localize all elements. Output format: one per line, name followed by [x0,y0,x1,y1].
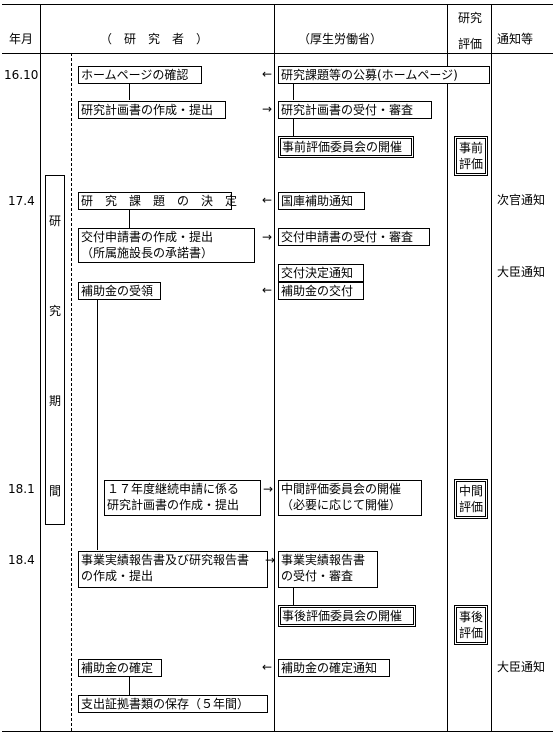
researcher-dashed-guide [71,53,72,731]
notice-label: 大臣通知 [497,265,546,279]
researcher-step-plan: 研究計画書の作成・提出 [78,101,226,119]
header-notice: 通知等 [497,32,534,46]
arrow-right: → [262,102,273,116]
ministry-step-application-review: 交付申請書の受付・審査 [278,228,430,246]
eval-pre: 事前 評価 [454,136,488,176]
date-label: 17.4 [8,194,35,208]
ministry-step-pre-eval-committee: 事前評価委員会の開催 [278,136,414,158]
flow-connector [293,84,294,100]
researcher-step-report: 事業実績報告書及び研究報告書 の作成・提出 [78,551,268,588]
ministry-step-subsidy-notice: 国庫補助通知 [278,192,365,210]
header-bottom-border [2,53,553,54]
arrow-left: ← [262,67,273,81]
ministry-step-grant-decision: 交付決定通知 [278,264,364,282]
flow-connector [129,210,130,228]
ministry-step-call: 研究課題等の公募(ホームページ) [278,66,490,84]
table-top-border [2,4,553,5]
ministry-step-final-notice: 補助金の確定通知 [278,659,390,677]
ministry-step-mid-eval-committee: 中間評価委員会の開催 （必要に応じて開催） [278,480,422,516]
col-divider-eval [447,4,448,731]
researcher-step-finalize: 補助金の確定 [78,659,162,677]
notice-label: 大臣通知 [497,660,546,674]
researcher-step-continuation: １７年度継続申請に係る 研究計画書の作成・提出 [104,480,261,516]
ministry-step-post-eval-committee: 事後評価委員会の開催 [278,605,416,627]
flow-connector [293,588,294,606]
researcher-step-application: 交付申請書の作成・提出 （所属施設長の承諾書） [78,228,255,263]
researcher-step-decision: 研 究 課 題 の 決 定 [78,192,237,210]
header-researcher: （ 研 究 者 ） [100,32,209,46]
ministry-dashed-guide [274,53,275,731]
research-period-char: 研 [49,214,62,228]
ministry-step-grant-payment: 補助金の交付 [278,282,364,300]
researcher-step-retain: 支出証拠書類の保存（５年間） [78,695,268,713]
date-label: 18.1 [8,482,35,496]
col-divider-year [40,4,41,731]
header-eval: 研究 評価 [458,11,483,51]
flow-connector [129,677,130,695]
table-bottom-border [2,731,553,732]
flow-connector [293,119,294,137]
arrow-left: ← [262,193,273,207]
flow-connector [97,300,98,550]
col-divider-notice [491,4,492,731]
notice-label: 次官通知 [497,193,546,207]
arrow-left: ← [262,660,273,674]
arrow-right: → [263,482,274,496]
ministry-step-plan-review: 研究計画書の受付・審査 [278,101,432,119]
researcher-step-receive: 補助金の受領 [78,282,161,300]
research-period-char: 期 [49,394,62,408]
arrow-right: → [265,553,276,567]
header-year: 年月 [9,32,34,46]
ministry-step-report-review: 事業実績報告書 の受付・審査 [278,551,378,588]
arrow-left: ← [262,283,273,297]
eval-post: 事後 評価 [454,605,488,645]
date-label: 18.4 [8,553,35,567]
research-period-char: 間 [49,484,62,498]
flow-connector [129,84,130,100]
header-ministry: （厚生労働省） [298,32,383,46]
research-period-char: 究 [49,304,62,318]
date-label: 16.10 [4,68,39,82]
research-period-box [45,175,65,525]
eval-mid: 中間 評価 [454,479,488,519]
researcher-step-homepage: ホームページの確認 [78,66,202,84]
arrow-right: → [262,230,273,244]
